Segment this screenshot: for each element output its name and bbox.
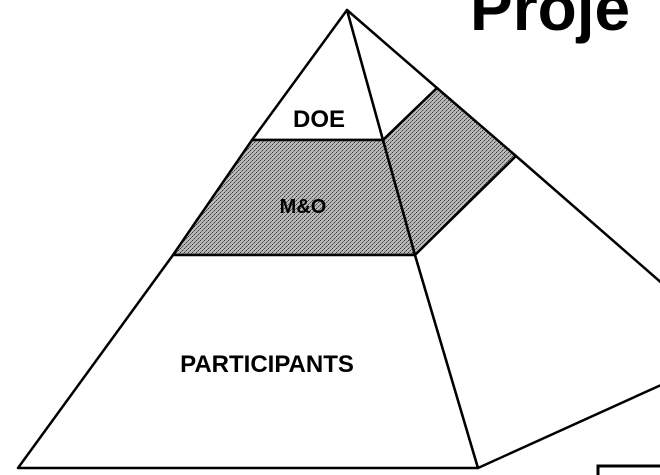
tier-label-participants: PARTICIPANTS (180, 351, 354, 378)
tier-participants-side (413, 154, 660, 470)
title-fragment: Proje (470, 0, 630, 44)
tier-label-doe: DOE (293, 106, 345, 133)
tier-label-mo: M&O (280, 196, 327, 218)
corner-frame (596, 464, 660, 475)
